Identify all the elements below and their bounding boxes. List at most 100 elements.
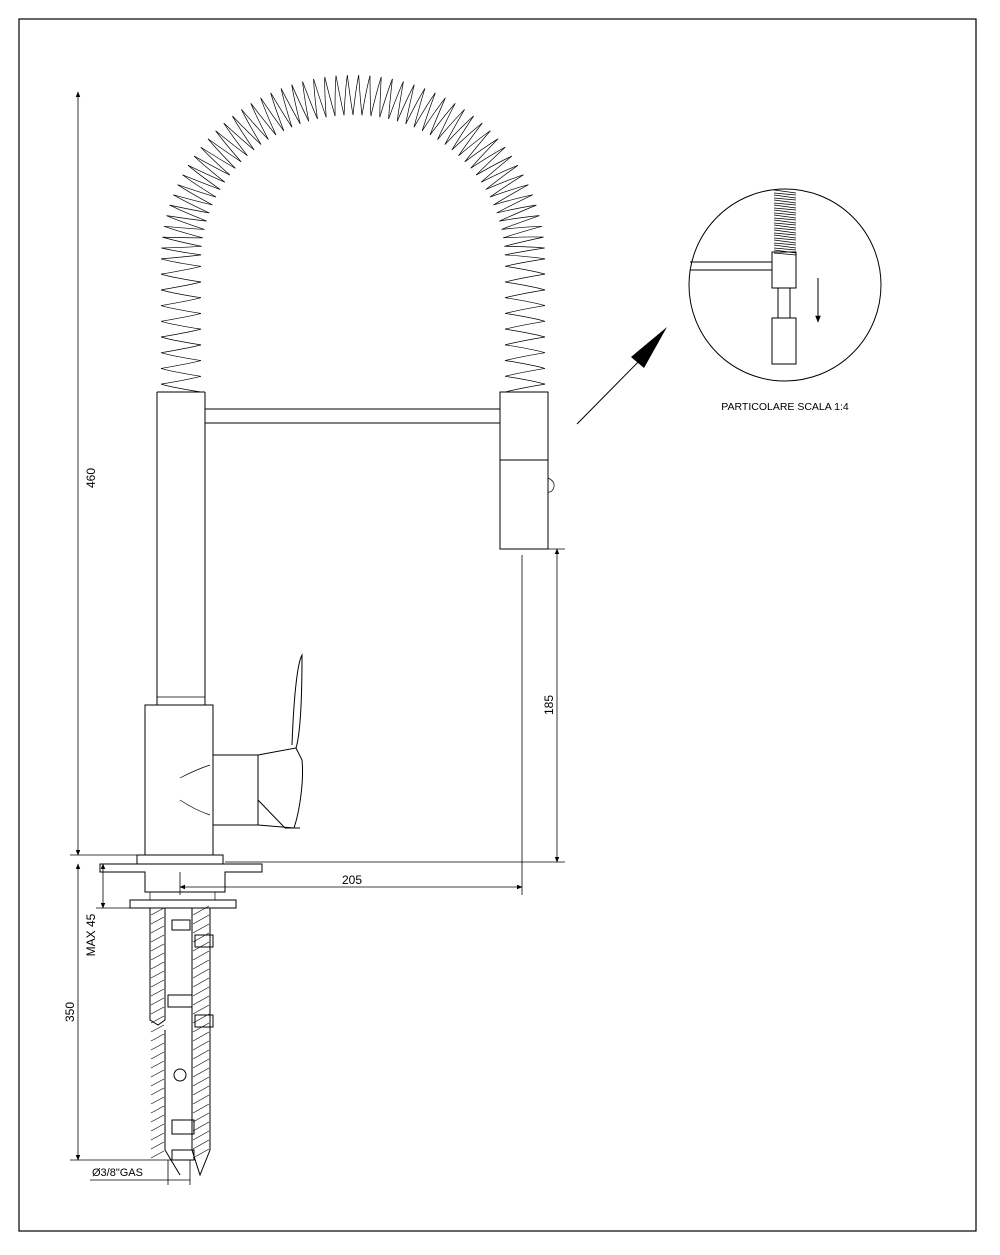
spring-turn: [166, 215, 205, 230]
dim-label-max45: MAX 45: [84, 913, 98, 956]
spring-turn: [302, 81, 318, 120]
spring-turn: [160, 305, 202, 314]
hatch-line: [150, 1130, 210, 1141]
hatch-line: [150, 1040, 210, 1051]
hose-hatching: [150, 905, 210, 1159]
spring-turn: [334, 75, 337, 117]
detail-circle: [688, 188, 882, 382]
spring-turn: [215, 130, 248, 156]
spring-turn: [504, 383, 546, 393]
spring-turn: [161, 245, 202, 249]
spring-turn: [324, 77, 327, 118]
hatch-line: [150, 1085, 210, 1096]
spring-turn: [388, 78, 393, 120]
spring-turn: [162, 236, 203, 239]
detail-caption: PARTICOLARE SCALA 1:4: [721, 401, 849, 413]
dimension-350: 350: [63, 863, 172, 1161]
spring-turn: [169, 204, 210, 214]
hose-nut-1: [171, 919, 191, 931]
spring-turn: [504, 245, 545, 249]
countertop-section: [99, 863, 263, 893]
spring-turn: [160, 375, 202, 385]
spring-turn: [160, 313, 202, 322]
spring-turn: [182, 174, 221, 190]
spring-turn: [504, 258, 546, 267]
spring-turn: [270, 92, 293, 128]
hatch-line: [150, 1103, 210, 1114]
hose-right: [191, 908, 211, 1177]
spring-turn: [291, 84, 301, 125]
detail-spring-turn: [773, 199, 797, 206]
hose-clip: [173, 1068, 187, 1082]
spring-turn: [182, 174, 217, 198]
hatch-line: [150, 950, 210, 961]
spring-turn: [503, 236, 544, 239]
spring-turn: [346, 75, 354, 116]
dimension-connection: Ø3/8"GAS: [90, 1160, 191, 1185]
spring-turn: [223, 122, 255, 151]
detail-head-lower: [771, 317, 797, 365]
spray-head: [499, 391, 549, 550]
spring-turn: [475, 146, 506, 176]
detail-view: PARTICOLARE SCALA 1:4: [688, 188, 882, 413]
hatch-line: [150, 1112, 210, 1123]
spring-turn: [493, 194, 533, 206]
hatch-line: [150, 941, 210, 952]
spring-turn: [241, 109, 269, 140]
spring-turn: [504, 297, 546, 306]
body-shade-1: [179, 764, 211, 779]
detail-head-upper: [771, 251, 797, 289]
spring-turn: [160, 352, 202, 361]
spring-turn: [173, 194, 213, 206]
spring-turn: [160, 320, 202, 330]
spring-turn: [343, 75, 348, 116]
spring-turn: [232, 115, 255, 151]
hose-nut-4: [194, 1014, 214, 1028]
spring-turn: [160, 360, 202, 369]
spring-turn: [160, 368, 202, 377]
spring-turn: [361, 75, 371, 116]
spring-turn: [280, 88, 293, 128]
spring-turn: [485, 174, 524, 190]
hatch-line: [150, 1049, 210, 1060]
hatch-line: [150, 932, 210, 943]
hatch-line: [150, 1031, 210, 1042]
mixer-body: [144, 704, 214, 856]
spring-turn: [169, 204, 207, 222]
spring-turn: [504, 254, 546, 260]
spring-turn: [313, 78, 327, 118]
spring-turn: [160, 265, 202, 275]
spring-turn: [379, 78, 393, 118]
hatch-line: [150, 1148, 210, 1159]
spring-turn: [160, 281, 202, 291]
spring-turn: [177, 184, 217, 198]
spring-turn: [173, 194, 210, 214]
mixer-lever: [257, 653, 303, 829]
spring-turn: [160, 289, 202, 299]
hatch-line: [150, 995, 210, 1006]
spring-turn: [193, 155, 230, 176]
spring-turn: [470, 138, 499, 169]
spring-turn: [504, 368, 546, 377]
spring-turn: [504, 247, 545, 256]
spring-turn: [480, 155, 513, 183]
spring-turn: [250, 103, 277, 136]
spring-turn: [369, 75, 372, 117]
spring-turn: [451, 115, 474, 151]
spring-turn: [504, 360, 546, 369]
detail-spring-turn: [773, 229, 797, 236]
spring-turn: [504, 375, 546, 385]
hatch-line: [150, 923, 210, 934]
spring-turn: [437, 109, 465, 140]
spring-turn: [379, 76, 382, 118]
base-flange: [136, 854, 224, 865]
spring-turn: [160, 258, 202, 267]
spring-turn: [164, 225, 205, 230]
spring-turn: [250, 103, 269, 140]
hatch-line: [150, 1076, 210, 1087]
detail-spring-turn: [773, 239, 797, 246]
spring-turn: [187, 164, 225, 183]
faucet-front-view: [99, 75, 555, 1177]
hatch-line: [150, 1022, 210, 1033]
